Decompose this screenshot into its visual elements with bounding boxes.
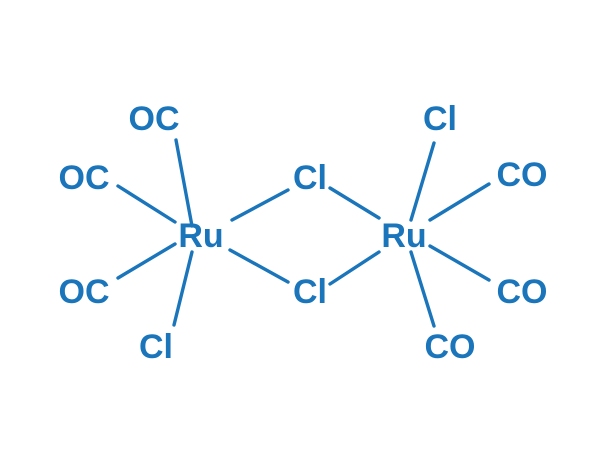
- bond-ru-left-to-oc-top: [174, 138, 194, 228]
- bond-ru-left-to-cl-bridge-bottom: [228, 248, 290, 284]
- bond-ru-left-to-cl-bridge-top: [230, 188, 290, 222]
- bond-ru-right-to-co-upper-right: [428, 182, 491, 222]
- bond-ru-right-to-co-lower-right: [428, 244, 491, 282]
- bond-ru-left-to-cl-bottom: [172, 250, 194, 327]
- atom-oc-top-left: OC: [129, 100, 180, 138]
- atom-cl-bridge-bottom: Cl: [293, 273, 327, 311]
- atom-ru-left: Ru: [178, 217, 223, 255]
- bond-ru-left-to-oc-upper-left: [116, 184, 177, 224]
- atom-co-lower-right: CO: [497, 273, 548, 311]
- atom-cl-bottom-left: Cl: [139, 328, 173, 366]
- atom-cl-bridge-top: Cl: [293, 159, 327, 197]
- bond-ru-right-to-cl-bridge-bottom: [328, 250, 381, 286]
- atom-cl-top-right: Cl: [423, 100, 457, 138]
- atom-co-upper-right: CO: [497, 156, 548, 194]
- bond-ru-right-to-co-bottom: [409, 250, 436, 328]
- bond-ru-left-to-oc-lower-left: [116, 242, 177, 280]
- bond-ru-right-to-cl-top: [409, 141, 436, 222]
- atom-ru-right: Ru: [381, 217, 426, 255]
- bond-ru-right-to-cl-bridge-top: [328, 186, 381, 220]
- atom-co-bottom-right: CO: [425, 328, 476, 366]
- atom-oc-upper-left: OC: [59, 159, 110, 197]
- atom-oc-lower-left: OC: [59, 273, 110, 311]
